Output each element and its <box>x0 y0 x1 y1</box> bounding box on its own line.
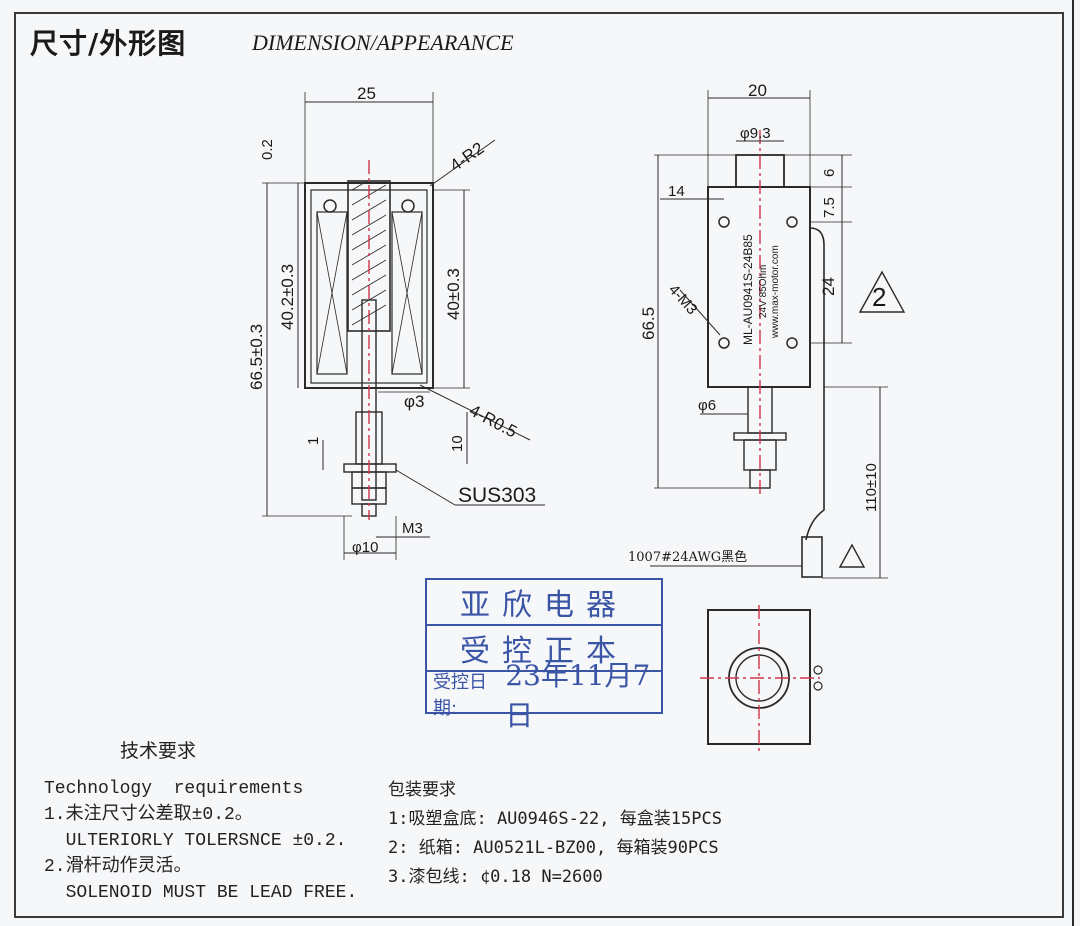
dim-height-665: 66.5±0.3 <box>247 324 266 390</box>
dim-width-20: 20 <box>748 81 767 100</box>
wire-note: 1007#24AWG黑色 <box>628 549 747 565</box>
label-model: ML-AU0941S-24B85 <box>741 234 755 345</box>
dim-hole-spacing-24: 24 <box>819 277 838 296</box>
dim-height-665-right: 66.5 <box>639 307 658 340</box>
revision-triangle-2 <box>858 270 906 313</box>
mount-hole-3 <box>718 337 730 349</box>
requirement-line: Technology requirements <box>44 779 304 799</box>
requirements-list: Technology requirements 1.未注尺寸公差取±0.2。 UL… <box>44 776 357 906</box>
requirement-line: ULTERIORLY TOLERSNCE ±0.2. <box>44 831 347 851</box>
scan-edge <box>1072 0 1074 926</box>
revision-triangle-1 <box>838 543 866 568</box>
material-sus303: SUS303 <box>458 484 536 507</box>
right-front-view: 2 20 φ9.3 6 7.5 14 24 66.5 4-M3 φ6 110±1… <box>628 81 906 579</box>
dim-shaft-phi6: φ6 <box>698 397 716 414</box>
left-section-view: 25 0.2 4-R2 66.5±0.3 40.2±0.3 40±0.3 φ3 … <box>247 84 545 560</box>
packaging-line: 1:吸塑盒底: AU0946S-22, 每盒装15PCS <box>388 809 722 829</box>
packaging-line: 3.漆包线: ¢0.18 N=2600 <box>388 867 603 887</box>
dim-boss-6: 6 <box>821 169 838 177</box>
wire-exit-2 <box>813 681 823 691</box>
dim-radius-4r2: 4-R2 <box>446 139 487 176</box>
coil-right-hatch <box>391 211 423 375</box>
mount-hole-2 <box>786 216 798 228</box>
wire-exit-1 <box>813 665 823 675</box>
requirement-line: 1.未注尺寸公差取±0.2。 <box>44 805 253 825</box>
control-stamp: 亚欣电器 受控正本 受控日期: 23年11月7日 <box>425 578 663 732</box>
shaft <box>361 299 377 501</box>
end-view <box>700 605 823 752</box>
packaging-list: 包装要求 1:吸塑盒底: AU0946S-22, 每盒装15PCS 2: 纸箱: A… <box>388 776 722 892</box>
dim-nut-phi10: φ10 <box>352 539 378 556</box>
dim-lead-110: 110±10 <box>863 463 880 512</box>
connector <box>801 536 823 578</box>
leader-4m3 <box>679 289 721 336</box>
mount-hole-1 <box>718 216 730 228</box>
requirements-title: 技术要求 <box>120 740 197 762</box>
washer <box>343 463 397 473</box>
revision-number: 2 <box>872 282 886 312</box>
thread-m3: M3 <box>402 520 423 537</box>
dim-height-40: 40±0.3 <box>444 268 463 320</box>
dim-height-402: 40.2±0.3 <box>278 264 297 330</box>
dim-gap-1: 1 <box>305 437 322 445</box>
spring-left <box>323 199 337 213</box>
stamp-date-label: 受控日期: <box>433 672 487 719</box>
dim-width-25: 25 <box>357 84 376 103</box>
dim-hole-14: 14 <box>668 183 685 200</box>
holes-4m3: 4-M3 <box>665 281 701 318</box>
lead-wire <box>805 227 825 541</box>
dim-travel-10: 10 <box>449 435 466 452</box>
coil-left-hatch <box>316 211 348 375</box>
dim-gap-02: 0.2 <box>259 139 276 160</box>
dim-hole-75: 7.5 <box>821 197 838 218</box>
leader-r05 <box>419 384 531 441</box>
packaging-line: 2: 纸箱: AU0521L-BZ00, 每箱装90PCS <box>388 838 719 858</box>
dim-shaft-phi3: φ3 <box>404 392 424 411</box>
leader-sus303 <box>395 469 456 506</box>
title-chinese: 尺寸/外形图 <box>30 27 187 60</box>
requirement-line: SOLENOID MUST BE LEAD FREE. <box>44 883 358 903</box>
dim-boss-phi93: φ9.3 <box>740 125 771 142</box>
stamp-controlled-copy: 受控正本 <box>427 626 661 672</box>
dim-radius-4r05: 4-R0.5 <box>466 401 520 442</box>
spring-right <box>401 199 415 213</box>
requirement-line: 2.滑杆动作灵活。 <box>44 857 192 877</box>
stamp-date-value: 23年11月7日 <box>505 659 651 732</box>
title-english: DIMENSION/APPEARANCE <box>252 30 514 55</box>
sheet-border <box>14 12 1064 918</box>
stamp-company: 亚欣电器 <box>427 580 661 626</box>
label-site: www.max-motor.com <box>770 245 781 339</box>
mount-hole-4 <box>786 337 798 349</box>
leader-r2 <box>429 139 496 187</box>
label-spec: 24V 85Ohm <box>758 265 769 318</box>
packaging-title: 包装要求 <box>388 780 456 800</box>
stamp-date-row: 受控日期: 23年11月7日 <box>427 659 661 732</box>
